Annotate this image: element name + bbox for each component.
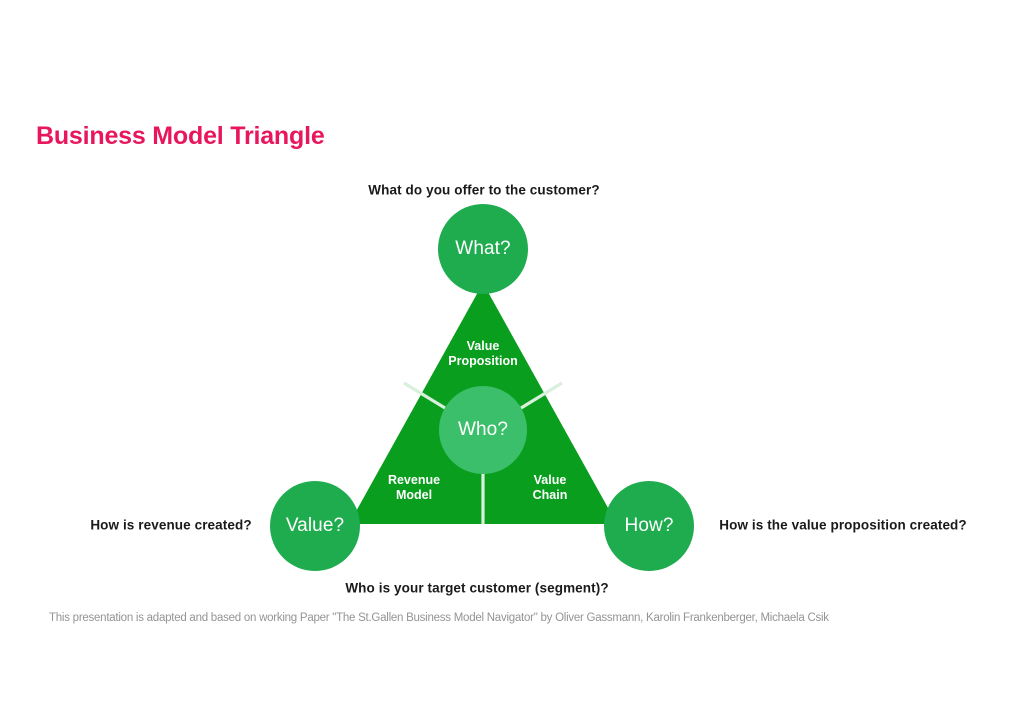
question-who: Who is your target customer (segment)? bbox=[345, 580, 609, 596]
inner-label-line2: Model bbox=[395, 488, 433, 502]
inner-label-line2: Proposition bbox=[448, 354, 518, 368]
node-label-who[interactable]: Who? bbox=[457, 419, 509, 440]
inner-label-line1: Value bbox=[533, 473, 567, 487]
inner-label-line2: Chain bbox=[532, 488, 568, 502]
inner-label-value-chain: Value Chain bbox=[533, 473, 568, 503]
page-title: Business Model Triangle bbox=[36, 122, 325, 150]
inner-label-line1: Revenue bbox=[387, 473, 441, 487]
question-value: How is revenue created? bbox=[90, 517, 252, 533]
divider-right bbox=[520, 381, 563, 410]
question-what: What do you offer to the customer? bbox=[368, 182, 600, 198]
divider-left bbox=[403, 381, 446, 410]
node-label-how[interactable]: How? bbox=[624, 515, 674, 536]
question-how: How is the value proposition created? bbox=[719, 517, 967, 533]
inner-label-value-proposition: Value Proposition bbox=[448, 339, 517, 369]
inner-label-line1: Value bbox=[466, 339, 500, 353]
inner-label-revenue-model: Revenue Model bbox=[388, 473, 440, 503]
node-label-what[interactable]: What? bbox=[455, 238, 511, 259]
footer-attribution-note: This presentation is adapted and based o… bbox=[49, 612, 829, 624]
node-label-value[interactable]: Value? bbox=[285, 515, 345, 536]
